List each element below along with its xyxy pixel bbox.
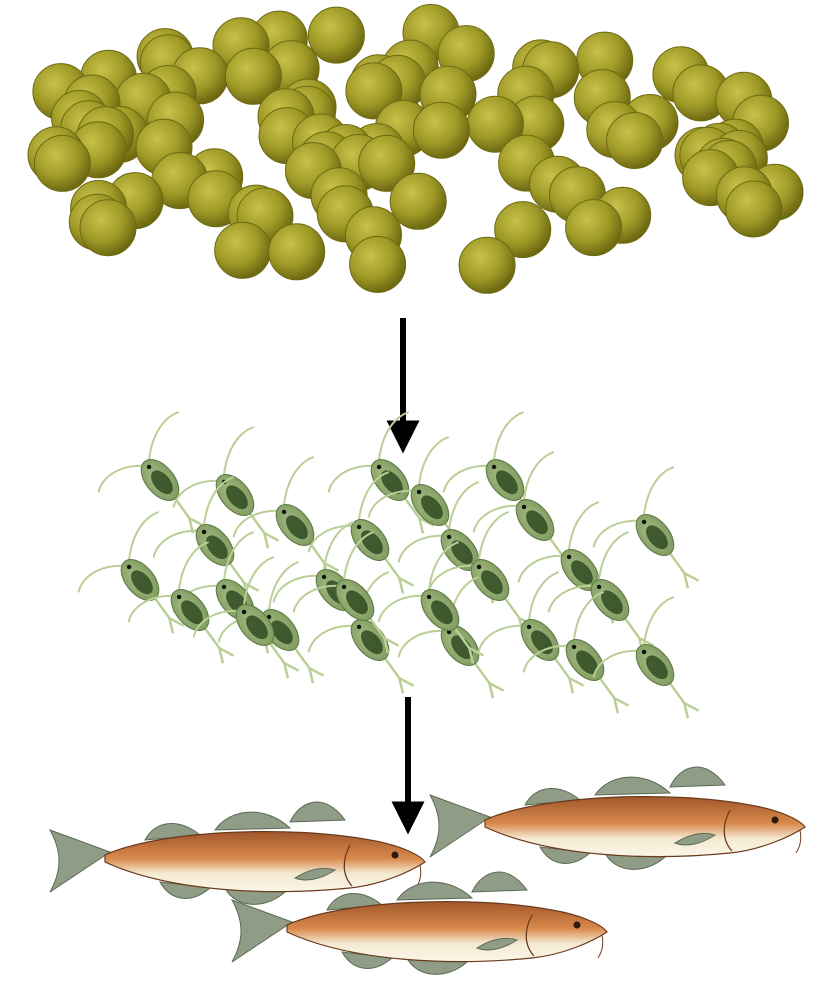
algae-cell-icon bbox=[215, 222, 271, 278]
algae-cell-icon bbox=[34, 135, 90, 191]
cod-fish-icon bbox=[50, 802, 425, 904]
algae-cell-icon bbox=[350, 236, 406, 292]
copepod-icon bbox=[391, 575, 545, 728]
algae-cell-icon bbox=[80, 200, 136, 256]
algae-cell-icon bbox=[390, 173, 446, 229]
fish-school bbox=[50, 767, 805, 974]
cod-fish-icon bbox=[430, 767, 805, 869]
algae-cell-icon bbox=[726, 181, 782, 237]
copepod-icon bbox=[586, 595, 740, 748]
algae-cell-icon bbox=[459, 237, 515, 293]
copepod-icon bbox=[166, 425, 320, 578]
algae-cell-icon bbox=[566, 200, 622, 256]
algae-cell-icon bbox=[413, 102, 469, 158]
algae-cell-icon bbox=[607, 113, 663, 169]
phytoplankton-cluster bbox=[28, 5, 803, 294]
algae-cell-icon bbox=[308, 7, 364, 63]
algae-cell-icon bbox=[269, 224, 325, 280]
